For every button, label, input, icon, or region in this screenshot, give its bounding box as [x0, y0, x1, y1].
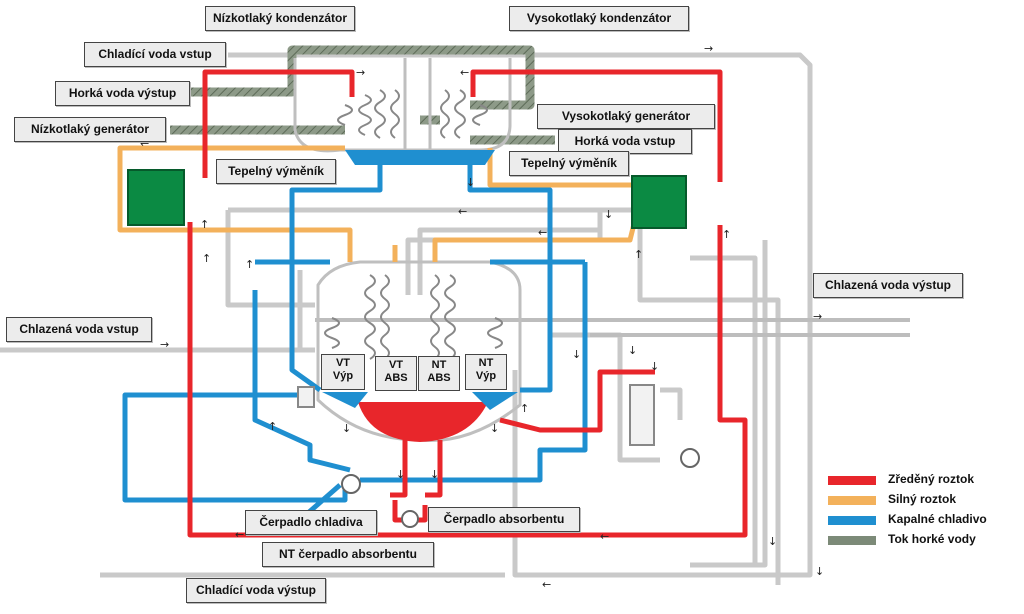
- svg-text:←: ←: [458, 205, 467, 218]
- svg-text:←: ←: [538, 226, 547, 239]
- coils-upper: [337, 89, 488, 139]
- svg-text:↓: ↓: [342, 422, 351, 435]
- chilled-water-in-label: Chlazená voda vstup: [6, 317, 152, 342]
- svg-text:←: ←: [140, 137, 149, 150]
- high-generator-label: Vysokotlaký generátor: [537, 104, 715, 129]
- cooling-water-out-label: Chladící voda výstup: [186, 578, 326, 603]
- dilute-solution-pipes: [187, 69, 748, 538]
- svg-text:↑: ↑: [634, 248, 643, 261]
- vt-evaporator-sump: [322, 392, 368, 408]
- high-condenser-label: Vysokotlaký kondenzátor: [509, 6, 689, 31]
- svg-text:←: ←: [600, 530, 609, 543]
- svg-text:↓: ↓: [490, 422, 499, 435]
- legend-swatch-dilute: [828, 476, 876, 485]
- nt-evaporator-label: NT Výp: [465, 354, 507, 390]
- svg-text:↓: ↓: [572, 348, 581, 361]
- legend-swatch-hot-water: [828, 536, 876, 545]
- absorbent-pump-icon: [401, 510, 419, 528]
- heat-exchanger-left: [127, 169, 185, 226]
- vt-absorber-label-line2: ABS: [384, 372, 408, 384]
- svg-text:↑: ↑: [722, 228, 731, 241]
- coils-lower: [324, 274, 503, 360]
- vt-absorber-label: VT ABS: [375, 356, 417, 391]
- svg-text:↓: ↓: [650, 360, 659, 373]
- chilled-water-out-label: Chlazená voda výstup: [813, 273, 963, 298]
- svg-text:↓: ↓: [604, 208, 613, 221]
- absorbent-pump-label: Čerpadlo absorbentu: [428, 507, 580, 532]
- legend-swatch-strong: [828, 496, 876, 505]
- nt-absorbent-pump-label: NT čerpadlo absorbentu: [262, 542, 434, 567]
- chilled-water-line: [315, 318, 910, 337]
- svg-text:→: →: [813, 310, 822, 323]
- legend-swatch-refrigerant: [828, 516, 876, 525]
- hot-water-in-label: Horká voda vstup: [558, 129, 692, 154]
- svg-text:→: →: [704, 42, 713, 55]
- svg-text:↓: ↓: [628, 344, 637, 357]
- svg-text:←: ←: [460, 66, 469, 79]
- svg-text:↑: ↑: [268, 420, 277, 433]
- svg-text:↓: ↓: [430, 468, 439, 481]
- tank-right: [629, 384, 655, 446]
- nt-absorber-label: NT ABS: [418, 356, 460, 391]
- legend-label-strong: Silný roztok: [888, 492, 957, 506]
- heat-exchanger-right-label: Tepelný výměník: [509, 151, 629, 176]
- svg-text:↑: ↑: [200, 218, 209, 231]
- absorber-sump: [358, 402, 488, 442]
- vt-absorber-label-line1: VT: [388, 359, 404, 371]
- svg-text:←: ←: [235, 528, 244, 541]
- svg-text:↑: ↑: [520, 402, 529, 415]
- svg-text:↑: ↑: [202, 252, 211, 265]
- nt-pump-icon: [680, 448, 700, 468]
- legend-label-hot-water: Tok horké vody: [888, 532, 976, 546]
- legend-label-dilute: Zředěný roztok: [888, 472, 975, 486]
- heat-exchanger-left-label: Tepelný výměník: [216, 159, 336, 184]
- tank-small: [297, 386, 315, 408]
- lower-vessel: [316, 260, 522, 443]
- nt-evaporator-label-line2: Výp: [475, 370, 497, 382]
- refrigerant-pump-icon: [341, 474, 361, 494]
- nt-evaporator-label-line1: NT: [478, 357, 494, 369]
- hot-water-out-label: Horká voda výstup: [55, 81, 190, 106]
- svg-text:↓: ↓: [768, 535, 777, 548]
- vt-evaporator-label: VT Výp: [321, 354, 365, 390]
- vt-evaporator-label-line1: VT: [335, 357, 351, 369]
- vt-evaporator-label-line2: Výp: [332, 370, 354, 382]
- legend-label-refrigerant: Kapalné chladivo: [888, 512, 987, 526]
- refrigerant-pump-label: Čerpadlo chladiva: [245, 510, 377, 535]
- low-condenser-label: Nízkotlaký kondenzátor: [205, 6, 355, 31]
- svg-text:←: ←: [542, 578, 551, 591]
- evaporator-tray: [345, 150, 495, 165]
- svg-text:↓: ↓: [815, 565, 824, 578]
- nt-absorber-label-line2: ABS: [427, 372, 451, 384]
- strong-solution-pipes: [117, 145, 638, 262]
- cooling-water-in-label: Chladící voda vstup: [84, 42, 226, 67]
- nt-evaporator-sump: [472, 392, 518, 410]
- nt-absorber-label-line1: NT: [431, 359, 447, 371]
- svg-text:→: →: [160, 338, 169, 351]
- svg-text:→: →: [356, 66, 365, 79]
- low-generator-label: Nízkotlaký generátor: [14, 117, 166, 142]
- svg-text:↓: ↓: [466, 176, 475, 189]
- heat-exchanger-right: [631, 175, 687, 229]
- svg-text:↑: ↑: [245, 258, 254, 271]
- svg-text:↓: ↓: [396, 468, 405, 481]
